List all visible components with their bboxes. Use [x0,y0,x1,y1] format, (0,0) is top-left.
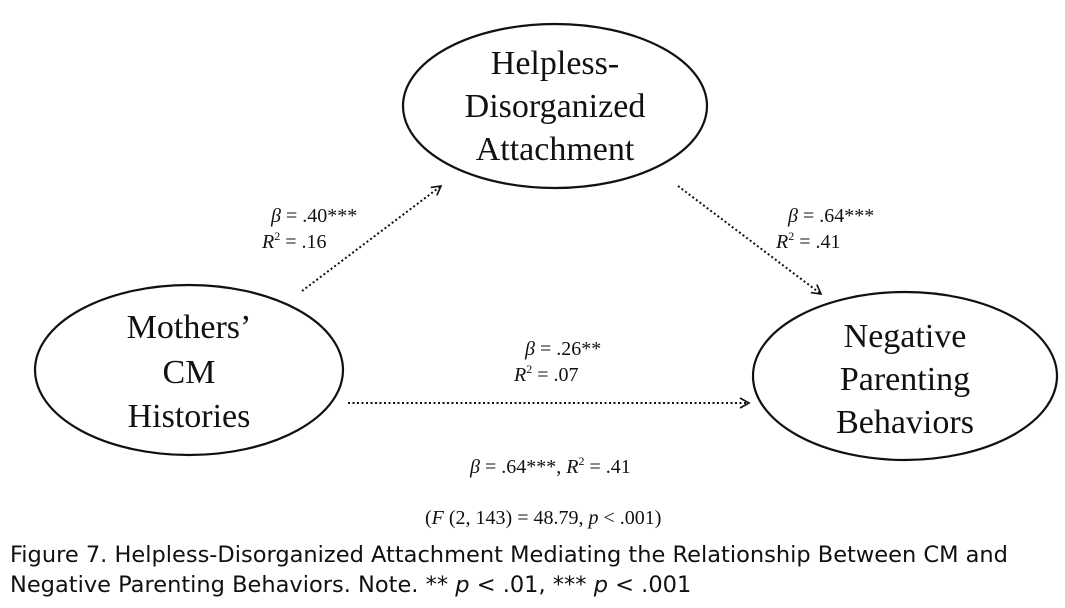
outcome-line-1: Negative [844,318,967,355]
path-c-prime-beta: β = .26** [524,338,601,360]
path-c-prime-r2: R2 = .07 [513,362,579,386]
predictor-line-2: CM [163,354,216,391]
mediator-line-3: Attachment [476,131,635,168]
arrow-b-mediator-to-outcome [677,185,823,295]
path-a-r2: R2 = .16 [261,229,327,253]
outcome-line-2: Parenting [840,361,970,398]
figure-caption: Figure 7. Helpless-Disorganized Attachme… [10,540,1060,600]
mediation-diagram: Helpless- Disorganized Attachment Mother… [33,22,1059,529]
outcome-line-3: Behaviors [836,404,974,441]
caption-p2: p [593,572,609,598]
caption-p1: p [455,572,470,598]
mediator-line-1: Helpless- [491,45,619,82]
outcome-ellipse [751,290,1059,462]
mediator-ellipse [401,22,709,190]
caption-p1-rest: < .01, *** [469,572,594,598]
predictor-line-1: Mothers’ [127,309,252,346]
caption-p2-rest: < .001 [608,572,692,598]
caption-text: Figure 7. Helpless-Disorganized Attachme… [10,542,1008,598]
outcome-node: Negative Parenting Behaviors [751,290,1059,462]
path-b-r2: R2 = .41 [775,229,841,253]
path-b-beta: β = .64*** [787,205,874,227]
arrow-a-predictor-to-mediator [301,185,443,292]
mediator-node: Helpless- Disorganized Attachment [401,22,709,190]
predictor-line-3: Histories [128,398,251,435]
predictor-ellipse [33,283,345,457]
model-f-test: (F (2, 143) = 48.79, p < .001) [425,507,661,529]
mediator-line-2: Disorganized [465,88,646,125]
predictor-node: Mothers’ CM Histories [33,283,345,457]
model-summary: β = .64***, R2 = .41 [469,454,631,478]
path-a-beta: β = .40*** [270,205,357,227]
